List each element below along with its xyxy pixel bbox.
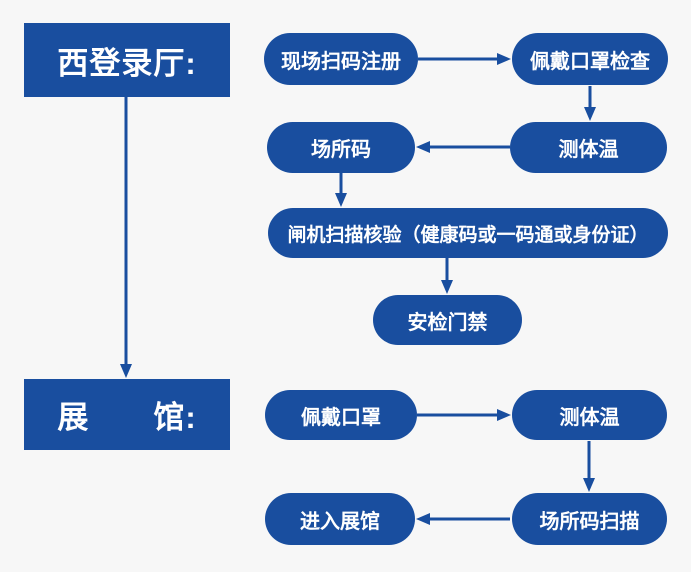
node-temperature-check-west: 测体温 — [510, 122, 667, 173]
node-wear-mask: 佩戴口罩 — [265, 390, 417, 440]
node-enter-hall: 进入展馆 — [265, 493, 415, 545]
node-security-gate: 安检门禁 — [373, 295, 522, 345]
section-title-west-hall: 西登录厅: — [24, 23, 230, 97]
node-gate-scan-verify: 闸机扫描核验（健康码或一码通或身份证） — [268, 208, 668, 258]
node-mask-check: 佩戴口罩检查 — [512, 33, 668, 85]
node-temperature-check-exhibition: 测体温 — [512, 390, 667, 440]
node-venue-code: 场所码 — [267, 122, 415, 173]
node-venue-code-scan: 场所码扫描 — [512, 493, 667, 545]
section-title-exhibition-hall: 展 馆: — [24, 379, 230, 450]
node-scan-register: 现场扫码注册 — [264, 33, 418, 85]
